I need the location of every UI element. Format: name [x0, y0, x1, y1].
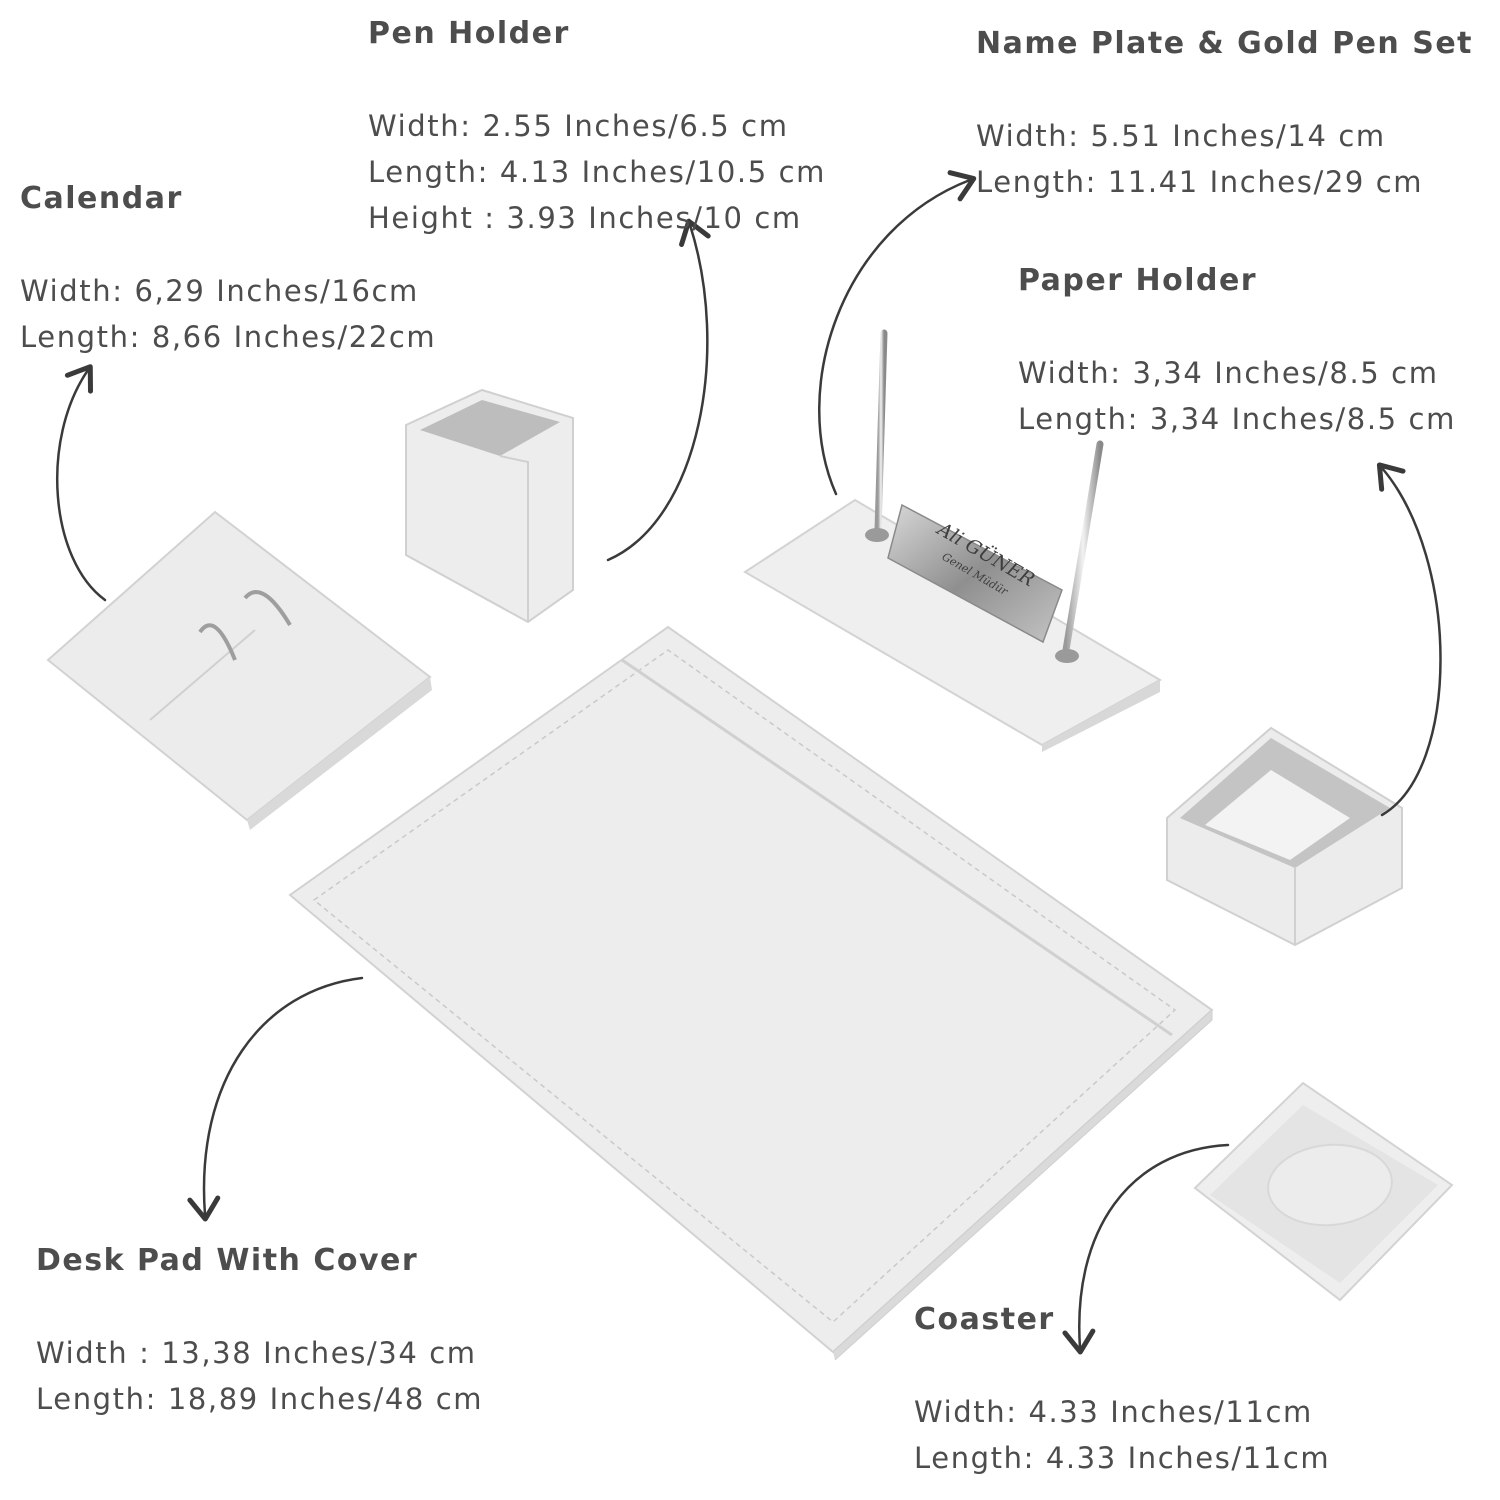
- calendar-width: Width: 6,29 Inches/16cm: [20, 274, 419, 308]
- arrow-desk-pad: [187, 976, 364, 1222]
- name-plate-title: Name Plate & Gold Pen Set: [976, 26, 1474, 61]
- pen-holder-title: Pen Holder: [368, 16, 570, 51]
- calendar-product: [46, 510, 432, 830]
- pen-holder-specs: Width: 2.55 Inches/6.5 cm Length: 4.13 I…: [368, 103, 826, 241]
- paper-holder-specs: Width: 3,34 Inches/8.5 cm Length: 3,34 I…: [1018, 350, 1456, 442]
- coaster-title: Coaster: [914, 1302, 1055, 1337]
- arrow-coaster: [1062, 1143, 1230, 1355]
- coaster-product: [1193, 1081, 1454, 1302]
- pen-holder-width: Width: 2.55 Inches/6.5 cm: [368, 109, 789, 143]
- calendar-title: Calendar: [20, 181, 183, 216]
- desk-pad-title: Desk Pad With Cover: [36, 1243, 419, 1278]
- paper-holder-title: Paper Holder: [1018, 263, 1258, 298]
- name-plate-length: Length: 11.41 Inches/29 cm: [976, 165, 1424, 199]
- desk-pad-width: Width : 13,38 Inches/34 cm: [36, 1336, 477, 1370]
- calendar-specs: Width: 6,29 Inches/16cm Length: 8,66 Inc…: [20, 268, 436, 360]
- arrow-name-plate: [818, 170, 977, 496]
- desk-pad-length: Length: 18,89 Inches/48 cm: [36, 1382, 484, 1416]
- paper-holder-length: Length: 3,34 Inches/8.5 cm: [1018, 402, 1456, 436]
- coaster-specs: Width: 4.33 Inches/11cm Length: 4.33 Inc…: [914, 1389, 1330, 1481]
- desk-pad-specs: Width : 13,38 Inches/34 cm Length: 18,89…: [36, 1330, 483, 1422]
- coaster-width: Width: 4.33 Inches/11cm: [914, 1395, 1313, 1429]
- coaster-length: Length: 4.33 Inches/11cm: [914, 1441, 1331, 1475]
- calendar-length: Length: 8,66 Inches/22cm: [20, 320, 437, 354]
- arrow-pen-holder: [606, 218, 711, 562]
- desk-pad-product: [288, 625, 1214, 1361]
- pen-holder-height: Height : 3.93 Inches/10 cm: [368, 201, 802, 235]
- annotation-arrows: [56, 170, 1442, 1355]
- arrow-paper-holder: [1376, 462, 1442, 817]
- arrow-calendar: [56, 364, 107, 602]
- name-plate-product: Ali GÜNER Genel Müdür: [743, 329, 1163, 752]
- name-plate-specs: Width: 5.51 Inches/14 cm Length: 11.41 I…: [976, 113, 1423, 205]
- pen-holder-length: Length: 4.13 Inches/10.5 cm: [368, 155, 826, 189]
- paper-holder-product: [1166, 726, 1403, 947]
- paper-holder-width: Width: 3,34 Inches/8.5 cm: [1018, 356, 1439, 390]
- name-plate-width: Width: 5.51 Inches/14 cm: [976, 119, 1386, 153]
- pen-holder-product: [405, 388, 574, 624]
